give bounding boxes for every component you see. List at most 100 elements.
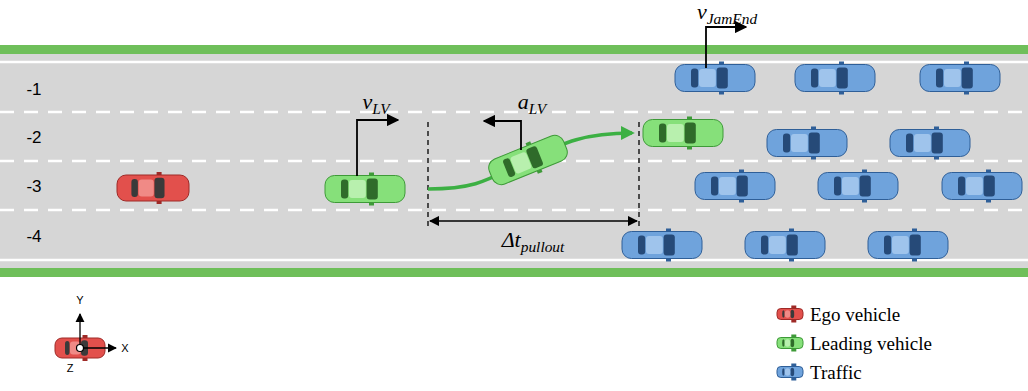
car-body [777,367,803,378]
car-windshield [791,339,795,348]
car-rear-window [761,236,768,255]
traffic-car [767,127,847,160]
car-roof [646,236,663,254]
axis-x [80,347,116,348]
car-mirror [839,92,844,95]
car-windshield [962,67,973,88]
car-mirror [839,62,844,65]
car-mirror [964,92,969,95]
car-body [117,175,189,201]
leading-car [325,173,405,206]
car-body [745,232,825,259]
car-mirror [369,173,374,176]
road-edge-line [0,61,1028,64]
car-windshield [154,178,164,198]
leading-car-lane-change [485,130,572,191]
car-roof [769,236,786,254]
car-roof [791,134,808,152]
car-windshield [367,178,378,199]
traffic-car [795,62,875,95]
car-roof [349,180,366,198]
car-mirror [369,203,374,206]
car-rear-window [936,69,943,88]
car-windshield [932,132,943,153]
car-roof [842,177,859,195]
car-mirror [537,169,543,174]
lane-number: -4 [26,228,41,245]
car-mirror [157,172,162,175]
car-roof [667,124,684,142]
car-mirror [83,335,88,338]
car-body [643,120,723,147]
traffic-car [890,127,970,160]
quantity-symbol: vJamEnd [697,1,757,23]
ego-car [117,172,189,204]
lane-number: -1 [26,81,41,98]
axis-z [77,345,84,352]
legend-car-icon [777,306,803,323]
acceleration-arrow [484,121,521,150]
car-body [942,173,1022,200]
lane-change-trajectory [428,133,632,189]
car-mirror [912,229,917,232]
traffic-car [745,229,825,262]
car-mirror [986,170,991,173]
car-rear-window [783,134,790,153]
traffic-car [622,229,702,262]
legend-label: Leading vehicle [810,334,932,353]
road-edge-line [0,259,1028,262]
car-body [795,65,875,92]
pullout-bound [638,122,639,228]
car-roof [510,151,532,174]
car-mirror [862,200,867,203]
road-surface [0,52,1028,270]
traffic-car [675,62,755,95]
car-body [920,65,1000,92]
car-mirror [791,320,796,323]
car-rear-window [711,177,718,196]
car-mirror [687,147,692,150]
quantity-symbol: vLV [362,91,389,113]
car-mirror [739,200,744,203]
car-mirror [157,201,162,204]
car-windshield [791,310,795,319]
car-rear-window [638,236,645,255]
car-mirror [986,200,991,203]
car-windshield [837,67,848,88]
car-rear-window [341,180,348,199]
car-mirror [789,229,794,232]
car-windshield [717,67,728,88]
legend-label: Ego vehicle [810,305,900,324]
car-rear-window [659,124,666,143]
car-rear-window [906,134,913,153]
car-mirror [791,306,796,309]
car-roof [699,69,716,87]
car-mirror [862,170,867,173]
car-body [777,309,803,320]
car-mirror [687,117,692,120]
axis-name: Z [67,363,74,374]
car-body [675,65,755,92]
traffic-car [818,170,898,203]
lane-dash-line [0,209,1028,212]
velocity-arrow [706,27,746,68]
car-roof [785,368,790,375]
car-mirror [789,259,794,262]
car-body [818,173,898,200]
car-mirror [739,170,744,173]
car-roof [892,236,909,254]
pullout-bound [427,122,428,228]
pullout-duration-arrow [430,220,637,222]
car-windshield [809,132,820,153]
car-roof [914,134,931,152]
car-mirror [666,229,671,232]
quantity-symbol: Δtpullout [502,229,565,251]
car-mirror [811,157,816,160]
quantity-symbol: aLV [518,91,546,113]
car-mirror [934,157,939,160]
car-windshield [860,175,871,196]
green-verge [0,268,1028,277]
car-mirror [912,259,917,262]
